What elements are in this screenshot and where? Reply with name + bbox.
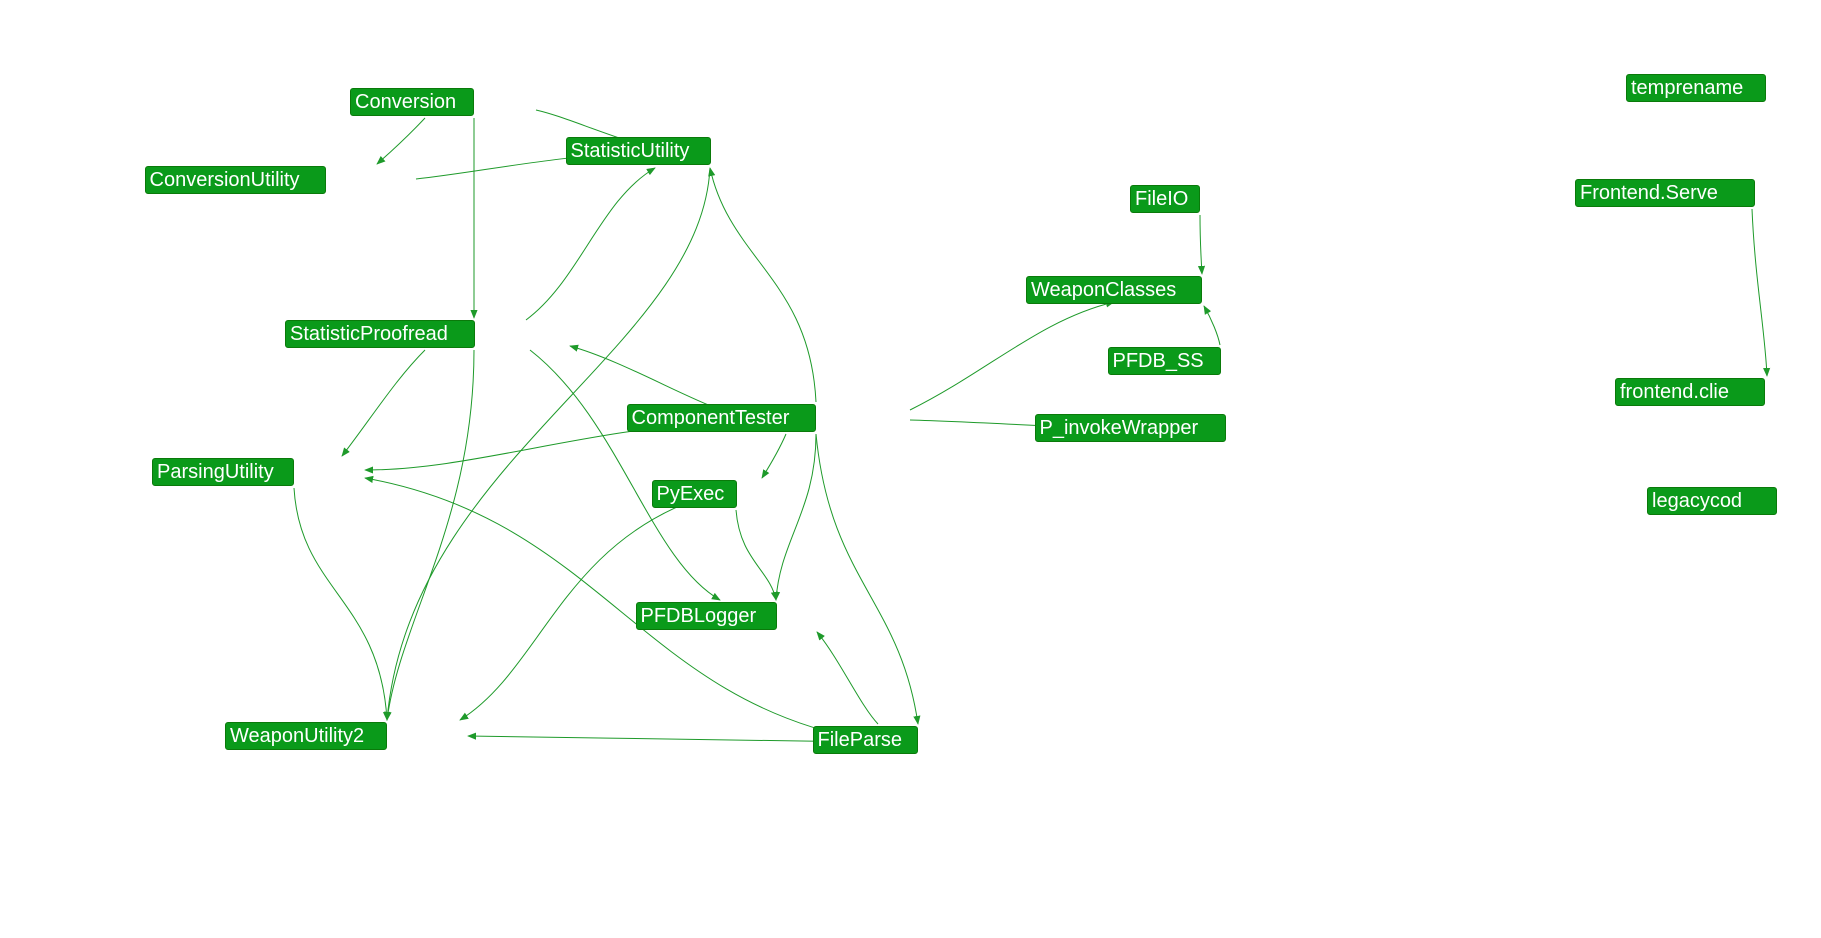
edge-statisticproofread-to-parsingutility <box>341 349 426 457</box>
edge-fileparse-to-parsingutility <box>364 475 866 741</box>
node-conversionutility[interactable]: ConversionUtility <box>144 166 326 194</box>
edge-conversion-to-conversionutility <box>376 117 426 165</box>
edge-componenttester-to-fileparse <box>815 433 921 725</box>
edge-pfdb-ss-to-weaponclasses <box>1203 305 1221 346</box>
node-temprename[interactable]: temprename <box>1626 74 1766 102</box>
edge-componenttester-to-pfdblogger <box>772 433 817 601</box>
edge-fileparse-to-weaponutility2 <box>467 732 866 743</box>
edge-frontend-server-to-frontend-client <box>1751 208 1771 377</box>
node-pfdblogger[interactable]: PFDBLogger <box>635 602 777 630</box>
node-weaponutility2[interactable]: WeaponUtility2 <box>225 722 387 750</box>
node-legacycode[interactable]: legacycod <box>1647 487 1777 515</box>
node-pfdb-ss[interactable]: PFDB_SS <box>1107 347 1221 375</box>
edge-componenttester-to-statisticproofread <box>569 344 722 411</box>
node-pyexec[interactable]: PyExec <box>651 480 737 508</box>
node-conversion[interactable]: Conversion <box>350 88 474 116</box>
node-p-invokewrapper[interactable]: P_invokeWrapper <box>1034 414 1226 442</box>
node-parsingutility[interactable]: ParsingUtility <box>152 458 294 486</box>
node-weaponclasses[interactable]: WeaponClasses <box>1026 276 1202 304</box>
edge-parsingutility-to-weaponutility2 <box>293 487 391 721</box>
edge-statisticproofread-to-pfdblogger <box>529 349 721 601</box>
edge-fileio-to-weaponclasses <box>1197 214 1206 275</box>
edge-fileparse-to-pfdblogger <box>816 631 879 725</box>
node-fileparse[interactable]: FileParse <box>812 726 918 754</box>
node-statisticutility[interactable]: StatisticUtility <box>565 137 711 165</box>
node-frontend-client[interactable]: frontend.clie <box>1615 378 1765 406</box>
edge-pyexec-to-pfdblogger <box>735 509 778 601</box>
edge-componenttester-to-statisticutility <box>708 167 817 403</box>
node-frontend-server[interactable]: Frontend.Serve <box>1575 179 1755 207</box>
edge-componenttester-to-weaponclasses <box>909 300 1115 411</box>
edge-statisticutility-to-weaponutility2 <box>384 167 711 721</box>
edge-statisticproofread-to-weaponutility2 <box>384 349 475 721</box>
edge-statisticproofread-to-statisticutility <box>525 167 656 321</box>
node-statisticproofread[interactable]: StatisticProofread <box>285 320 475 348</box>
node-fileio[interactable]: FileIO <box>1130 185 1200 213</box>
edge-pyexec-to-weaponutility2 <box>459 499 695 721</box>
node-componenttester[interactable]: ComponentTester <box>626 404 816 432</box>
edge-componenttester-to-pyexec <box>761 433 787 479</box>
